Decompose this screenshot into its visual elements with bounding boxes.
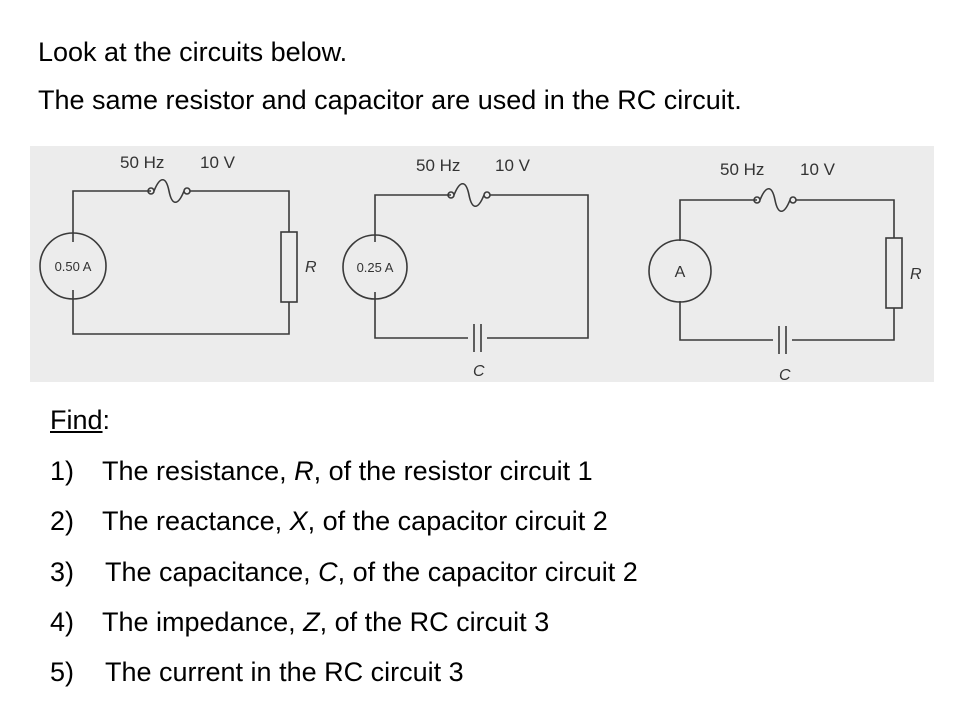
circuit-3-wire-bottom-right: [792, 308, 895, 341]
circuit-1: [39, 178, 298, 335]
question-symbol: C: [318, 557, 338, 587]
question-5: 5) The current in the RC circuit 3: [50, 656, 464, 688]
circuit-1-ammeter-icon: [39, 232, 107, 300]
find-heading: Find:: [50, 404, 110, 436]
circuit-2-voltage: 10 V: [495, 156, 531, 175]
circuit-3-resistor-label: R: [910, 266, 922, 283]
circuit-3-ac-source-icon: [753, 187, 797, 213]
question-text: The current in the RC circuit 3: [105, 657, 464, 687]
question-text-rest: , of the capacitor circuit 2: [307, 506, 608, 536]
circuit-1-resistor-icon: [280, 231, 298, 303]
question-symbol: R: [294, 456, 314, 486]
find-heading-word: Find: [50, 405, 103, 435]
question-text: The capacitance,: [105, 557, 319, 587]
question-2: 2) The reactance, X, of the capacitor cir…: [50, 505, 608, 537]
circuit-1-frequency: 50 Hz: [120, 153, 164, 172]
circuit-1-wire-top-left: [72, 190, 151, 242]
circuit-2-wire-top-left: [374, 194, 451, 242]
circuit-3-wire-top-right: [796, 199, 895, 238]
question-text-rest: , of the capacitor circuit 2: [337, 557, 638, 587]
question-number: 2): [50, 506, 75, 536]
circuit-3-capacitor-label: C: [779, 367, 791, 382]
circuit-1-ac-source-icon: [147, 178, 191, 204]
question-text-rest: , of the resistor circuit 1: [313, 456, 593, 486]
circuit-3: [648, 187, 903, 354]
circuit-1-voltage: 10 V: [200, 153, 236, 172]
question-symbol: X: [289, 506, 308, 536]
question-number: 4): [50, 607, 75, 637]
circuit-3-resistor-icon: [885, 237, 903, 309]
question-text: The resistance,: [102, 456, 295, 486]
circuit-diagrams-svg: 50 Hz 10 V 0.50 A R 50 Hz 10 V 0.25 A C …: [39, 153, 922, 382]
question-text: The impedance,: [102, 607, 304, 637]
circuit-2-wire-bottom-left: [374, 292, 468, 339]
circuit-3-frequency: 50 Hz: [720, 160, 764, 179]
question-4: 4) The impedance, Z, of the RC circuit 3: [50, 606, 549, 638]
circuit-2-ac-source-icon: [447, 182, 491, 208]
circuit-2-frequency: 50 Hz: [416, 156, 460, 175]
question-3: 3) The capacitance, C, of the capacitor c…: [50, 556, 638, 588]
question-text: The reactance,: [102, 506, 290, 536]
circuit-3-ammeter-icon: [648, 239, 712, 303]
circuit-3-wire-top-left: [679, 199, 757, 241]
circuit-3-ammeter-label: A: [675, 264, 686, 281]
circuit-2: [342, 182, 589, 352]
intro-line-2: The same resistor and capacitor are used…: [38, 85, 742, 115]
circuit-2-wire-top-right: [487, 194, 589, 339]
circuit-1-wire-bottom: [72, 290, 290, 335]
question-number: 5): [50, 657, 75, 687]
circuit-1-resistor-label: R: [305, 259, 317, 276]
question-text-rest: , of the RC circuit 3: [319, 607, 550, 637]
circuit-3-wire-bottom-left: [679, 301, 773, 341]
intro-line-1: Look at the circuits below.: [38, 37, 348, 67]
circuit-1-ammeter-reading: 0.50 A: [55, 259, 92, 274]
circuit-diagrams: 50 Hz 10 V 0.50 A R 50 Hz 10 V 0.25 A C …: [30, 146, 934, 382]
circuit-2-ammeter-reading: 0.25 A: [357, 260, 394, 275]
question-1: 1) The resistance, R, of the resistor cir…: [50, 455, 593, 487]
question-symbol: Z: [303, 607, 320, 637]
circuit-1-wire-top-right: [190, 190, 290, 232]
circuit-2-ammeter-icon: [342, 234, 408, 300]
find-heading-colon: :: [102, 405, 111, 435]
circuit-2-capacitor-label: C: [473, 363, 485, 380]
circuit-3-voltage: 10 V: [800, 160, 836, 179]
question-number: 3): [50, 557, 75, 587]
question-number: 1): [50, 456, 75, 486]
